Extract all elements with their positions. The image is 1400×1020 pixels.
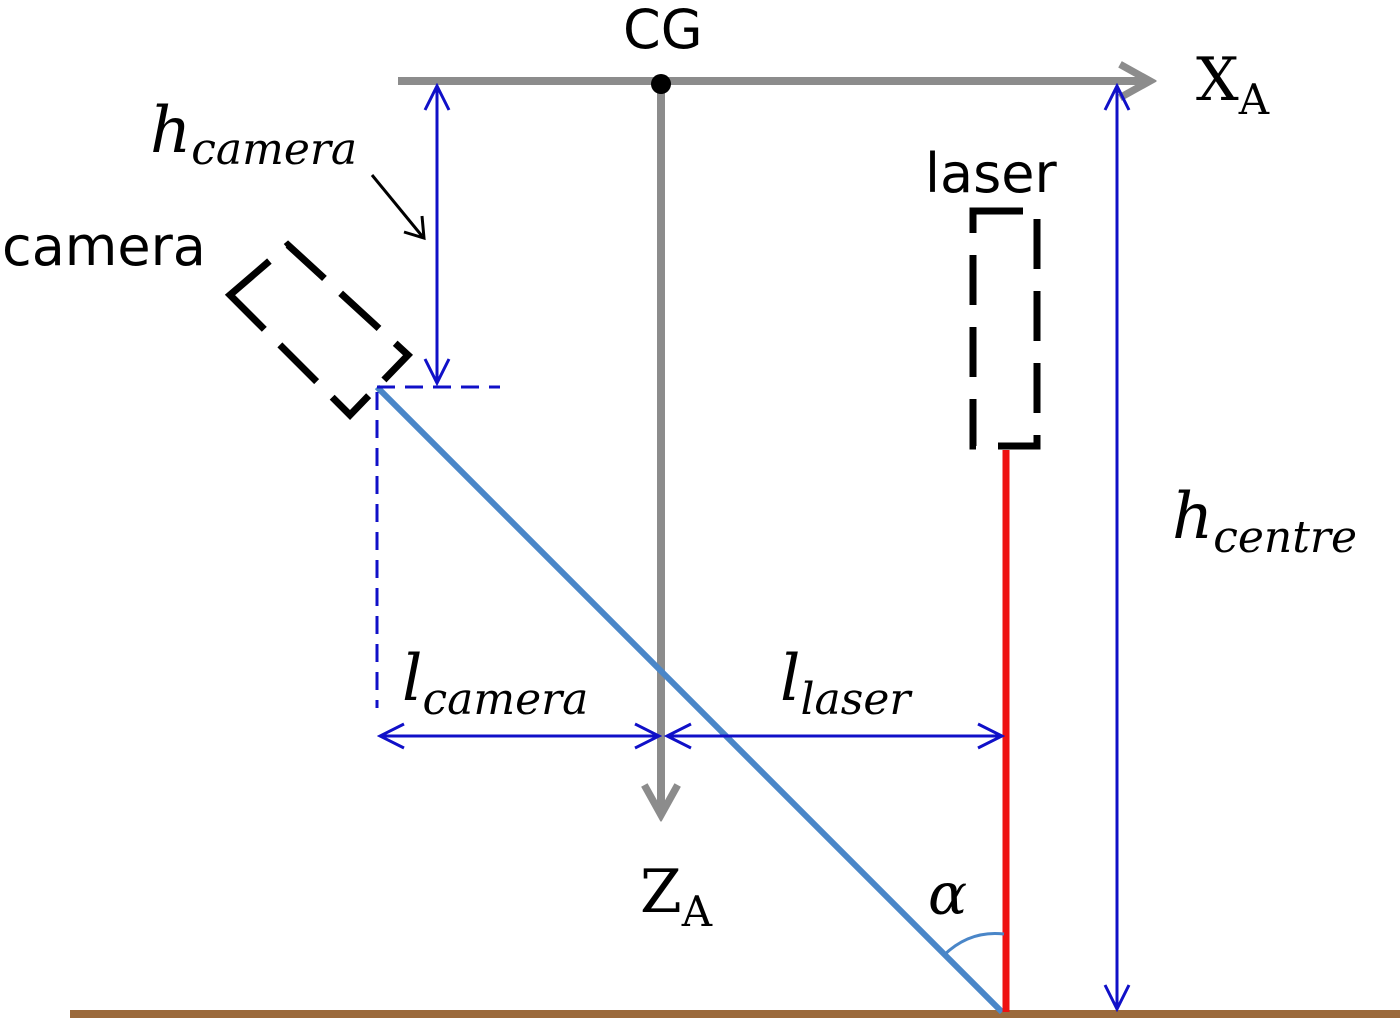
alpha-angle-arc [942,931,1005,957]
l-laser-label: llaser [780,642,913,725]
laser-label: laser [925,142,1057,205]
camera-label: camera [2,215,206,278]
z-axis-label: ZA [640,857,713,936]
laser-body [969,207,1041,450]
camera-ray [374,384,1005,1015]
cg-label: CG [623,0,703,61]
h-camera-pointer-line [370,174,424,237]
x-axis-label: XA [1196,45,1270,124]
cg-point [651,74,671,94]
alpha-label: α [928,860,967,928]
camera-body [224,240,414,420]
h-camera-pointer-head [403,215,426,241]
h-centre-label: hcentre [1172,480,1357,563]
h-camera-label: hcamera [150,94,357,175]
l-camera-label: lcamera [402,642,588,725]
